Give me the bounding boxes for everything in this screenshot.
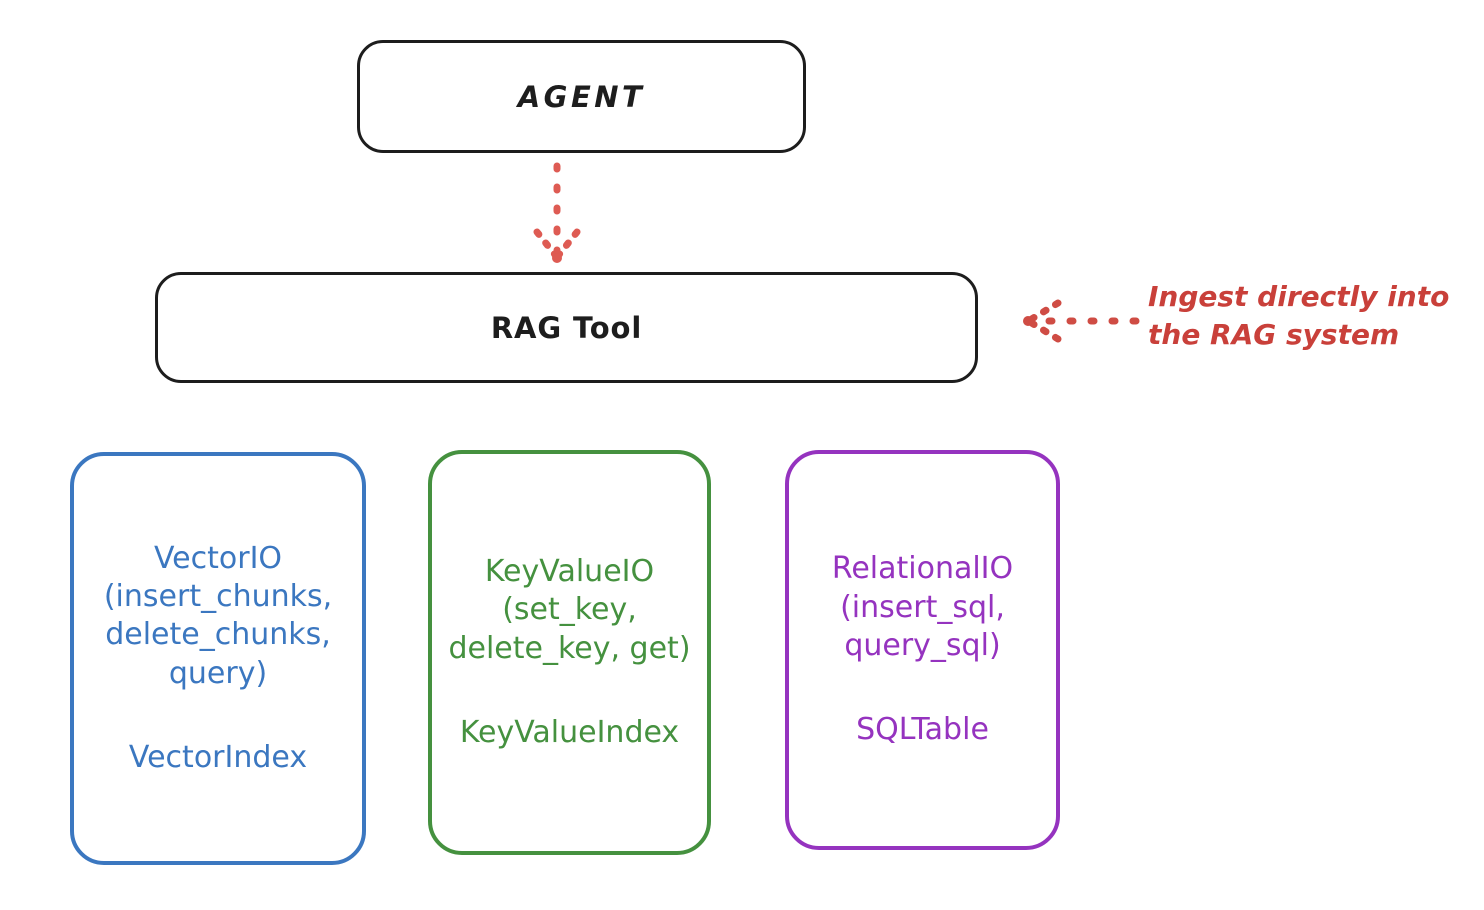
node-key-value-io[interactable]: KeyValueIO (set_key, delete_key, get) Ke… — [428, 450, 711, 855]
node-relational-io-primary-label: RelationalIO (insert_sql, query_sql) — [831, 551, 1014, 663]
connector-agent-to-rag-tool-icon — [533, 162, 581, 263]
node-vector-io-primary-label: VectorIO (insert_chunks, delete_chunks, … — [103, 540, 333, 691]
node-key-value-io-secondary-label: KeyValueIndex — [459, 714, 680, 750]
node-agent-label: AGENT — [517, 79, 646, 114]
annotation-ingest-label: Ingest directly into the RAG system — [1148, 280, 1450, 351]
node-agent[interactable]: AGENT — [357, 40, 806, 153]
node-relational-io-secondary-label: SQLTable — [856, 712, 989, 748]
node-relational-io[interactable]: RelationalIO (insert_sql, query_sql) SQL… — [785, 450, 1060, 850]
node-key-value-io-primary-label: KeyValueIO (set_key, delete_key, get) — [448, 553, 691, 666]
node-rag-tool-label: RAG Tool — [490, 310, 643, 345]
connector-ingest-to-rag-tool-icon — [1023, 299, 1140, 343]
node-vector-io-secondary-label: VectorIndex — [128, 740, 308, 776]
node-rag-tool[interactable]: RAG Tool — [155, 272, 978, 383]
node-vector-io[interactable]: VectorIO (insert_chunks, delete_chunks, … — [70, 452, 366, 865]
